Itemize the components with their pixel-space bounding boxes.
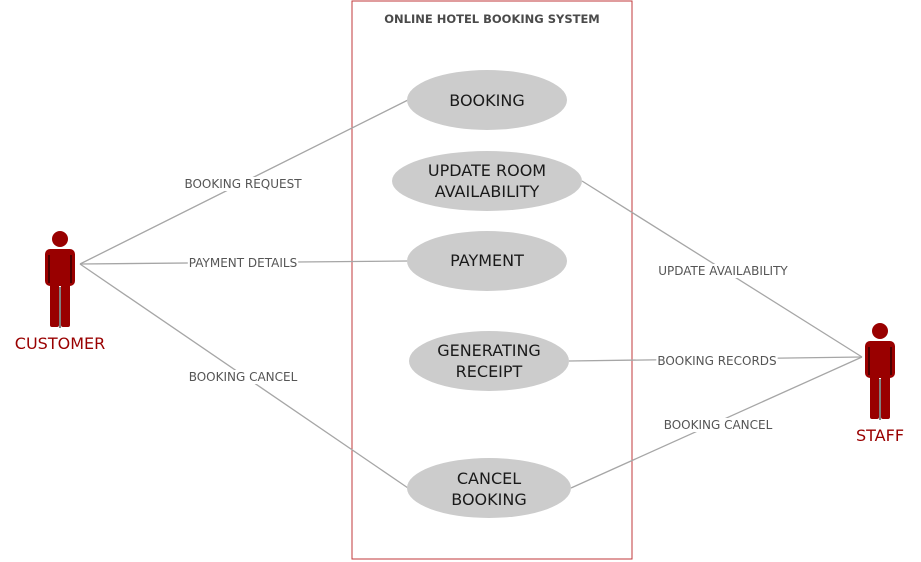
use-case-label-line: AVAILABILITY (435, 182, 540, 201)
association-label-staff-booking-cancel: BOOKING CANCEL (664, 418, 773, 432)
use-cases: BOOKING UPDATE ROOM AVAILABILITY PAYMENT… (392, 70, 582, 518)
label-background (662, 418, 774, 432)
association-label-payment-details: PAYMENT DETAILS (189, 256, 297, 270)
use-case-generating-receipt: GENERATING RECEIPT (409, 331, 569, 391)
person-icon (45, 231, 75, 328)
system-boundary: ONLINE HOTEL BOOKING SYSTEM (351, 0, 633, 560)
association-label-group: UPDATE AVAILABILITY (657, 264, 790, 278)
use-case-booking: BOOKING (407, 70, 567, 130)
label-background (183, 177, 304, 191)
system-boundary-box (351, 0, 633, 560)
association-label-group: BOOKING CANCEL (187, 370, 299, 384)
actor-staff: STAFF (856, 323, 904, 445)
use-case-payment: PAYMENT (407, 231, 567, 291)
use-case-label-line: BOOKING (449, 91, 524, 110)
association-label-group: BOOKING RECORDS (656, 354, 778, 368)
person-icon (865, 323, 895, 420)
actor-customer: CUSTOMER (15, 231, 105, 353)
label-background (656, 354, 778, 368)
use-case-label-line: BOOKING (451, 490, 526, 509)
association-label-customer-booking-cancel: BOOKING CANCEL (189, 370, 298, 384)
association-label-group: BOOKING CANCEL (662, 418, 774, 432)
use-case-ellipse (392, 151, 582, 211)
system-title: ONLINE HOTEL BOOKING SYSTEM (384, 12, 600, 26)
association-label-booking-request: BOOKING REQUEST (184, 177, 302, 191)
actor-label-staff: STAFF (856, 426, 904, 445)
label-background (187, 256, 299, 270)
use-case-ellipse (409, 331, 569, 391)
use-case-label-line: CANCEL (457, 469, 521, 488)
use-case-label-line: GENERATING (437, 341, 541, 360)
association-label-booking-records: BOOKING RECORDS (657, 354, 776, 368)
association-label-group: PAYMENT DETAILS (187, 256, 299, 270)
use-case-update-room-availability: UPDATE ROOM AVAILABILITY (392, 151, 582, 211)
use-case-label-line: UPDATE ROOM (428, 161, 546, 180)
use-case-ellipse (407, 70, 567, 130)
use-case-label-line: RECEIPT (456, 362, 523, 381)
use-case-ellipse (407, 458, 571, 518)
use-case-cancel-booking: CANCEL BOOKING (407, 458, 571, 518)
use-case-label-line: PAYMENT (450, 251, 524, 270)
association-labels: BOOKING REQUEST PAYMENT DETAILS BOOKING … (183, 177, 790, 432)
label-background (657, 264, 790, 278)
label-background (187, 370, 299, 384)
association-label-group: BOOKING REQUEST (183, 177, 304, 191)
association-label-update-availability: UPDATE AVAILABILITY (658, 264, 788, 278)
use-case-ellipse (407, 231, 567, 291)
actor-label-customer: CUSTOMER (15, 334, 105, 353)
